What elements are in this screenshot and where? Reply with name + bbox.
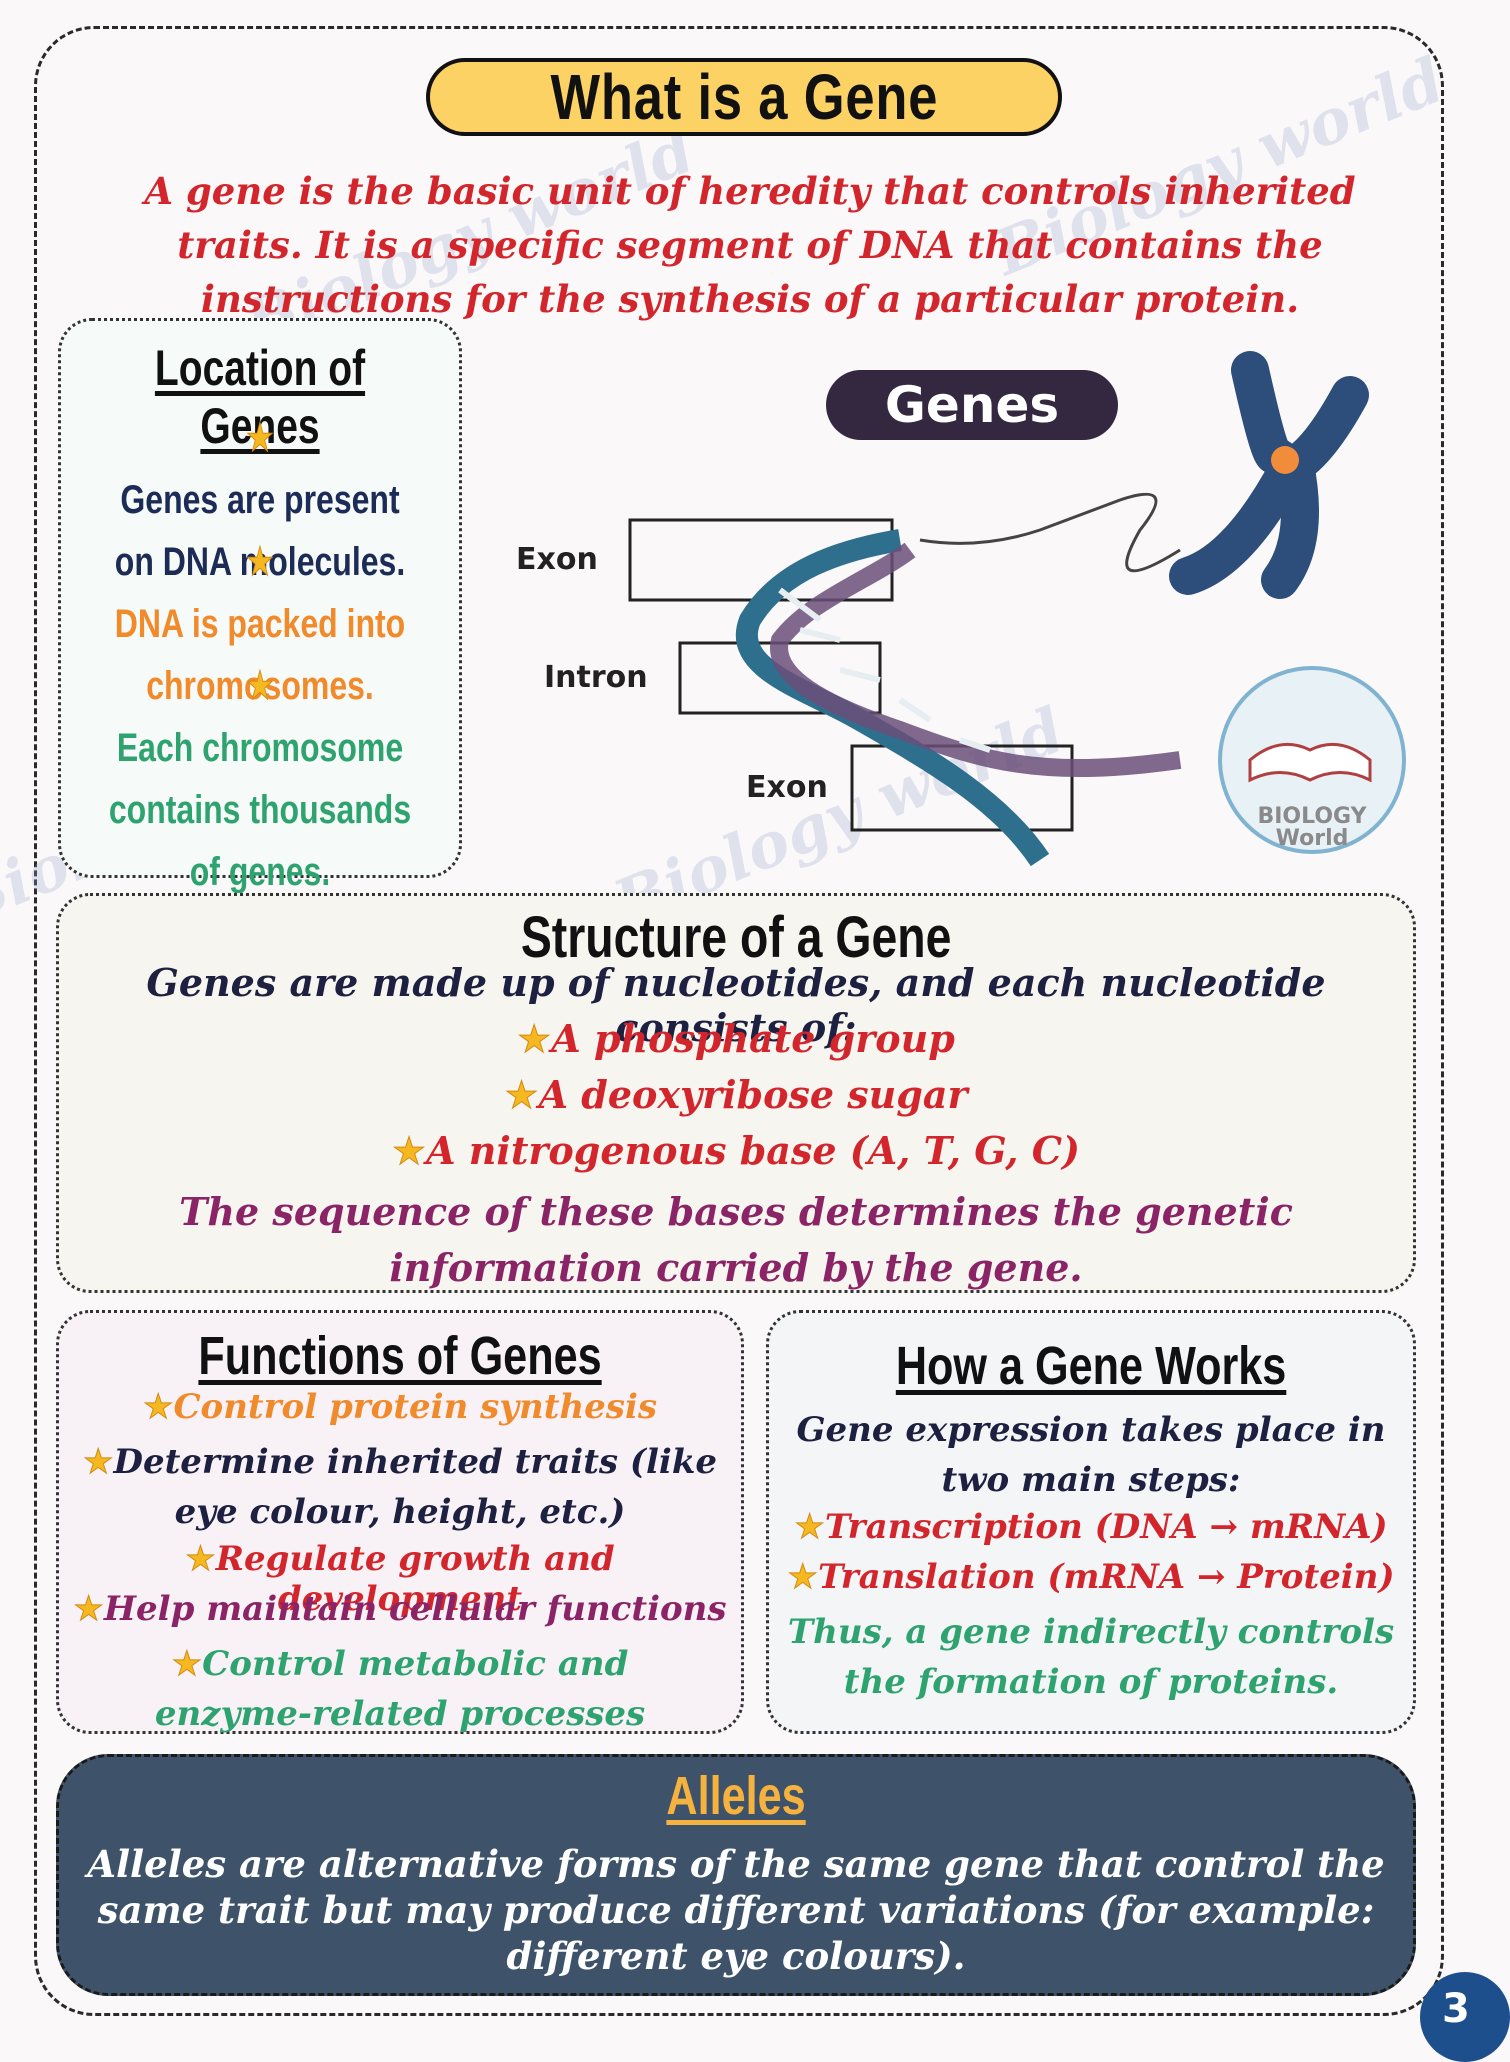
page-title-banner: What is a Gene: [426, 58, 1062, 136]
structure-conclusion: The sequence of these bases determines t…: [179, 1189, 1293, 1290]
location-of-genes-box: Location of Genes ★Genes are present on …: [58, 318, 462, 894]
structure-item-1-text: A phosphate group: [551, 1016, 955, 1061]
alleles-body: Alleles are alternative forms of the sam…: [87, 1842, 1385, 1978]
location-point-1: ★Genes are present on DNA molecules.: [61, 407, 459, 593]
biology-world-logo-text: BIOLOGY World: [1250, 806, 1374, 850]
function-item-2-text: Determine inherited traits (like eye col…: [113, 1442, 718, 1532]
star-icon: ★: [171, 1644, 203, 1685]
works-step-2-text: Translation (mRNA → Protein): [817, 1557, 1395, 1597]
works-step-1-text: Transcription (DNA → mRNA): [824, 1507, 1388, 1547]
star-icon: ★: [787, 1557, 819, 1598]
location-heading: Location of Genes: [154, 340, 366, 454]
dna-chromosome-illustration: [628, 351, 1406, 867]
star-icon: ★: [142, 1387, 174, 1428]
works-heading-wrap: How a Gene Works: [769, 1335, 1413, 1397]
location-heading-wrap: Location of Genes: [61, 339, 459, 455]
star-icon: ★: [517, 1017, 552, 1062]
star-icon: ★: [391, 1129, 427, 1174]
diagram-label-exon-2: Exon: [746, 770, 828, 805]
works-lead: Gene expression takes place in two main …: [796, 1410, 1386, 1500]
logo-text-line-2: World: [1275, 826, 1349, 851]
diagram-label-exon-1: Exon: [516, 542, 598, 577]
structure-heading-wrap: Structure of a Gene: [59, 904, 1413, 971]
location-point-2-text: DNA is packed into chromosomes.: [114, 602, 406, 708]
function-item-3-text: Regulate growth and development: [215, 1539, 615, 1619]
chromosome-icon: [1169, 351, 1369, 599]
star-icon: ★: [245, 663, 275, 710]
structure-item-3-text: A nitrogenous base (A, T, G, C): [426, 1128, 1080, 1173]
page-number: 3: [1442, 1986, 1470, 2032]
location-point-3-text: Each chromosome contains thousands of ge…: [108, 726, 412, 894]
intro-definition: A gene is the basic unit of heredity tha…: [144, 169, 1356, 321]
function-item-5-text: Control metabolic and enzyme-related pro…: [154, 1644, 646, 1734]
function-item-1: ★Control protein synthesis: [59, 1387, 741, 1428]
function-item-5: ★Control metabolic and enzyme-related pr…: [119, 1639, 681, 1739]
works-heading: How a Gene Works: [895, 1336, 1287, 1396]
location-point-1-text: Genes are present on DNA molecules.: [114, 478, 406, 584]
structure-item-1: ★A phosphate group: [59, 1016, 1413, 1062]
structure-heading: Structure of a Gene: [520, 905, 952, 970]
how-gene-works-box: How a Gene Works Gene expression takes p…: [766, 1310, 1416, 1734]
functions-heading-wrap: Functions of Genes: [59, 1325, 741, 1387]
structure-item-3: ★A nitrogenous base (A, T, G, C): [59, 1128, 1413, 1174]
works-conclusion: Thus, a gene indirectly controls the for…: [787, 1612, 1395, 1702]
star-icon: ★: [794, 1507, 826, 1548]
structure-item-2: ★A deoxyribose sugar: [59, 1072, 1413, 1118]
structure-item-2-text: A deoxyribose sugar: [538, 1072, 968, 1117]
star-icon: ★: [504, 1073, 539, 1118]
location-point-2: ★DNA is packed into chromosomes.: [61, 531, 459, 717]
function-item-4: ★Help maintain cellular functions: [59, 1589, 741, 1630]
star-icon: ★: [245, 415, 275, 462]
functions-heading: Functions of Genes: [198, 1326, 602, 1386]
genes-badge: Genes: [826, 370, 1118, 440]
alleles-heading-wrap: Alleles: [59, 1765, 1413, 1827]
structure-of-gene-box: Structure of a Gene Genes are made up of…: [56, 893, 1416, 1293]
structure-lead: Genes are made up of nucleotides, and ea…: [146, 960, 1326, 1050]
function-item-2: ★Determine inherited traits (like eye co…: [79, 1437, 721, 1537]
works-step-2: ★Translation (mRNA → Protein): [769, 1557, 1413, 1598]
page-number-badge: 3: [1420, 1972, 1510, 2062]
location-point-3: ★ Each chromosome contains thousands of g…: [61, 655, 459, 903]
function-item-3: ★Regulate growth and development: [59, 1539, 741, 1620]
diagram-label-intron: Intron: [544, 660, 648, 695]
star-icon: ★: [82, 1442, 114, 1483]
star-icon: ★: [245, 539, 275, 586]
genes-badge-text: Genes: [884, 376, 1060, 434]
star-icon: ★: [185, 1539, 217, 1580]
function-item-4-text: Help maintain cellular functions: [103, 1589, 727, 1629]
alleles-box: Alleles Alleles are alternative forms of…: [56, 1754, 1416, 1996]
function-item-1-text: Control protein synthesis: [173, 1387, 658, 1427]
page-title: What is a Gene: [550, 61, 938, 133]
page-frame: [34, 26, 1444, 2016]
logo-text-line-1: BIOLOGY: [1257, 804, 1367, 829]
star-icon: ★: [73, 1589, 105, 1630]
gene-diagram: Genes Exon Intron Exon BIOLOGY World: [480, 340, 1440, 867]
works-step-1: ★Transcription (DNA → mRNA): [769, 1507, 1413, 1548]
functions-of-genes-box: Functions of Genes ★Control protein synt…: [56, 1310, 744, 1734]
alleles-heading: Alleles: [666, 1766, 806, 1826]
